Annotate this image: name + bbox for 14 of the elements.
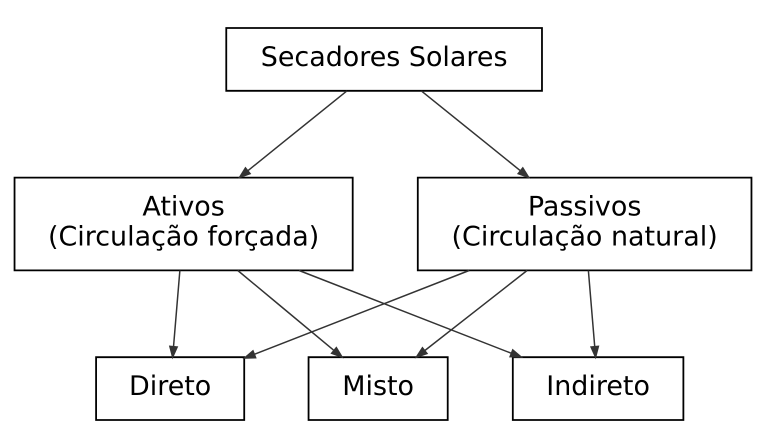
arrow [414, 270, 528, 358]
arrow [238, 90, 348, 179]
arrow [588, 270, 600, 360]
node-box: Indireto [512, 356, 684, 421]
node-box: Ativos (Circulação forçada) [14, 176, 354, 272]
node-box: Misto [308, 356, 449, 421]
node-box: Secadores Solares [225, 27, 543, 92]
arrow [237, 270, 344, 359]
arrow [298, 270, 524, 358]
node-box: Passivos (Circulação natural) [416, 176, 752, 272]
arrow [242, 270, 470, 359]
node-box: Direto [95, 356, 246, 421]
arrow [168, 270, 181, 360]
arrow [420, 90, 530, 179]
